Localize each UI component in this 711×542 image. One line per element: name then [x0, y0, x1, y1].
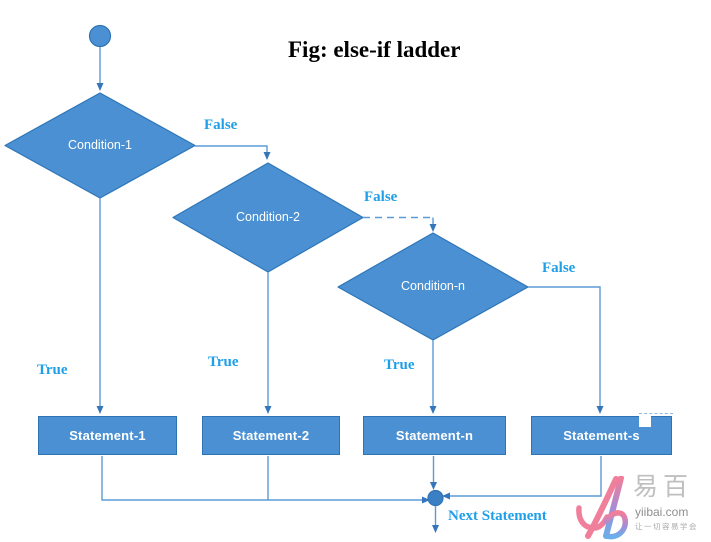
statement-2-node: Statement-2: [202, 416, 340, 455]
condition-n-shape: [337, 232, 529, 341]
statement-s-label: Statement-s: [563, 428, 640, 443]
condition-1-shape: [4, 92, 196, 199]
condition-2-shape: [172, 162, 364, 273]
statement-2-label: Statement-2: [232, 428, 310, 443]
edge-label-next-statement: Next Statement: [448, 508, 547, 524]
watermark-slogan: 让一切容易学会: [635, 522, 698, 531]
statement-1-label: Statement-1: [69, 428, 146, 443]
watermark-domain: yiibai.com: [635, 505, 689, 519]
watermark-brand: 易百: [633, 473, 694, 501]
start-circle: [88, 24, 112, 48]
statement-n-node: Statement-n: [363, 416, 506, 455]
white-square-artifact: [639, 416, 651, 427]
edge-label-false-1: False: [204, 117, 238, 133]
watermark: 易百 yiibai.com 让一切容易学会: [572, 472, 711, 542]
edge-label-true-n: True: [384, 357, 415, 373]
statement-1-node: Statement-1: [38, 416, 177, 455]
selection-dashes-artifact: [639, 413, 673, 414]
edge-statementS-to-merge: [442, 456, 602, 500]
figure-title: Fig: else-if ladder: [288, 37, 461, 62]
statement-n-label: Statement-n: [395, 428, 474, 443]
edge-condition1-false: [195, 145, 271, 160]
edge-label-false-2: False: [364, 189, 398, 205]
edge-label-false-n: False: [542, 260, 576, 276]
edge-label-true-1: True: [37, 362, 68, 378]
edge-statement1-to-merge: [101, 456, 430, 504]
edge-label-true-2: True: [208, 354, 239, 370]
yiibai-logo-icon: [576, 476, 628, 540]
merge-circle: [427, 489, 444, 507]
edge-conditionN-false: [528, 286, 604, 414]
